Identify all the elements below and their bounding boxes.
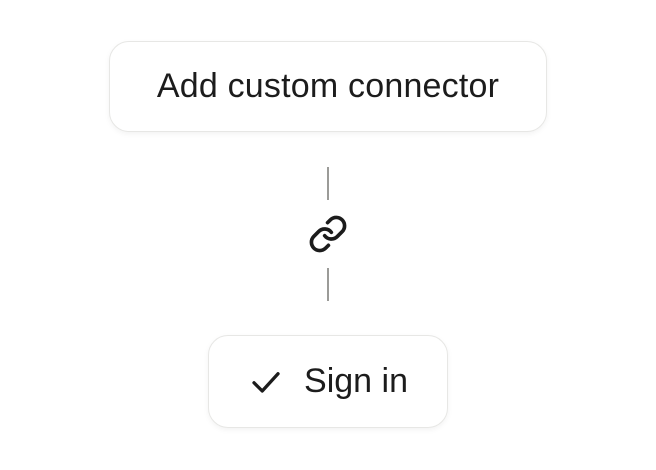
sign-in-label: Sign in — [304, 362, 408, 400]
add-custom-connector-label: Add custom connector — [156, 67, 500, 105]
connector-line-top — [327, 167, 329, 200]
check-icon — [252, 371, 280, 393]
sign-in-button[interactable]: Sign in — [208, 335, 448, 428]
add-custom-connector-button[interactable]: Add custom connector — [109, 41, 547, 132]
connector-line-bottom — [327, 268, 329, 301]
link-icon — [309, 215, 347, 253]
